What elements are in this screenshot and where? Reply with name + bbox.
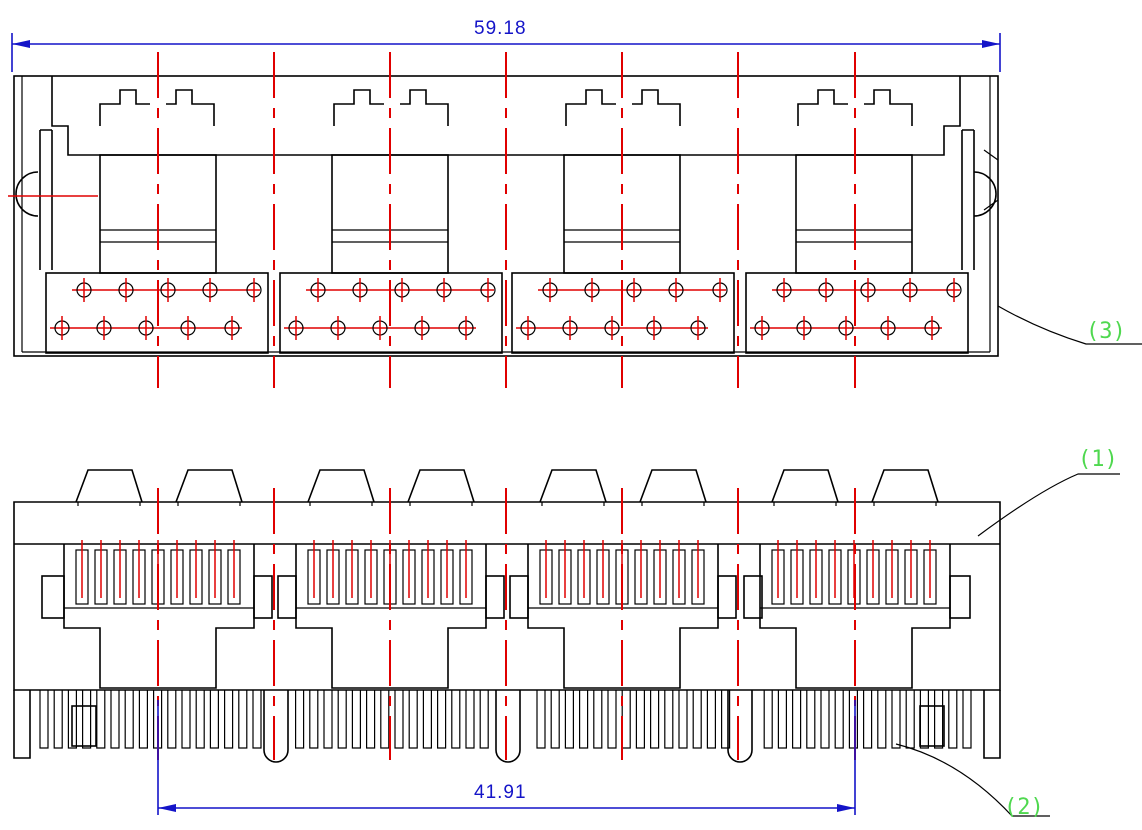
front-view (13, 469, 1001, 763)
latch-tab (539, 469, 607, 503)
callout-2: (2) (895, 743, 1050, 820)
solder-pin (650, 690, 660, 749)
latch-tab (871, 469, 939, 503)
solder-pin (451, 690, 461, 749)
solder-pin (479, 690, 489, 749)
solder-pin (550, 690, 560, 749)
solder-pin (366, 690, 376, 749)
solder-pin (437, 690, 447, 749)
solder-pin (905, 690, 915, 749)
latch-tab (75, 469, 143, 503)
solder-pin (110, 690, 120, 749)
centerlines (157, 52, 856, 760)
solder-pin (351, 690, 361, 749)
solder-pin (380, 690, 390, 749)
overall-width-dimension: 59.18 (11, 18, 1001, 72)
callout-3: (3) (997, 305, 1142, 345)
solder-pin (792, 690, 802, 749)
callout-1-label: (1) (1078, 447, 1118, 472)
latch-tab (407, 469, 475, 503)
solder-pin (706, 690, 716, 749)
latch-tab (175, 469, 243, 503)
solder-pin (181, 690, 191, 749)
solder-pin (124, 690, 134, 749)
solder-pin (607, 690, 617, 749)
solder-pin (195, 690, 205, 749)
callout-1: (1) (977, 447, 1120, 537)
solder-pin (96, 690, 106, 749)
solder-pin (820, 690, 830, 749)
solder-pin (593, 690, 603, 749)
solder-pin (891, 690, 901, 749)
pitch-span-label: 41.91 (474, 782, 527, 803)
latch-tab (639, 469, 707, 503)
solder-pin (564, 690, 574, 749)
callout-3-label: (3) (1086, 319, 1126, 344)
solder-pin (863, 690, 873, 749)
solder-pin (536, 690, 546, 749)
solder-pin (209, 690, 219, 749)
solder-pin (579, 690, 589, 749)
overall-width-label: 59.18 (474, 18, 527, 39)
solder-pin (834, 690, 844, 749)
pitch-span-dimension: 41.91 (157, 700, 856, 815)
solder-pin (82, 690, 92, 749)
latch-tab (307, 469, 375, 503)
pin-holes (50, 278, 962, 340)
solder-pin (67, 690, 77, 749)
solder-pin (877, 690, 887, 749)
solder-pin (948, 690, 958, 749)
solder-pin (323, 690, 333, 749)
solder-pin (635, 690, 645, 749)
callout-2-label: (2) (1004, 795, 1044, 820)
solder-pin (309, 690, 319, 749)
latch-tab (771, 469, 839, 503)
solder-pin (337, 690, 347, 749)
solder-pin (806, 690, 816, 749)
solder-pin (919, 690, 929, 749)
solder-pin (848, 690, 858, 749)
solder-pin (721, 690, 731, 749)
solder-pin (763, 690, 773, 749)
solder-pin (692, 690, 702, 749)
solder-pin (621, 690, 631, 749)
solder-pin (295, 690, 305, 749)
solder-pin (252, 690, 262, 749)
solder-pin (777, 690, 787, 749)
solder-pin (678, 690, 688, 749)
solder-pin (39, 690, 49, 749)
solder-pin (422, 690, 432, 749)
solder-pin (138, 690, 148, 749)
solder-pin (934, 690, 944, 749)
solder-pin (465, 690, 475, 749)
solder-pin (238, 690, 248, 749)
solder-pin (394, 690, 404, 749)
solder-pin (408, 690, 418, 749)
top-view (8, 75, 999, 357)
solder-pin (53, 690, 63, 749)
solder-pin (962, 690, 972, 749)
solder-pin (664, 690, 674, 749)
solder-pin (167, 690, 177, 749)
solder-pin (224, 690, 234, 749)
